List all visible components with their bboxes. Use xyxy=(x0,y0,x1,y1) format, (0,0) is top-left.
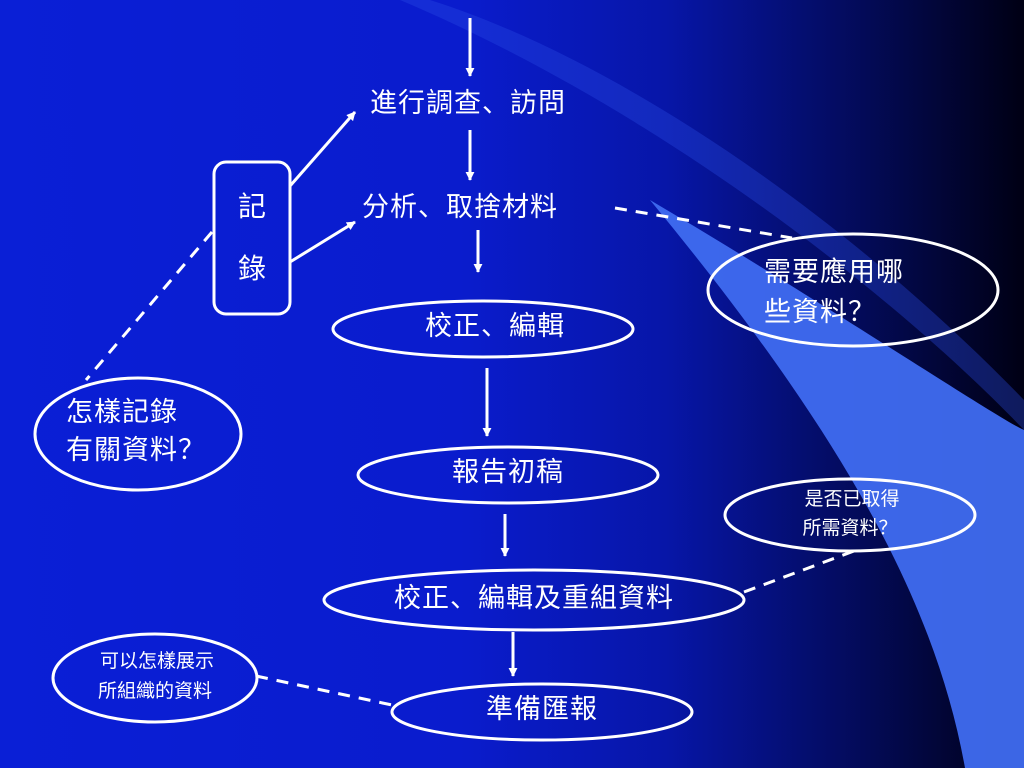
record-box xyxy=(212,160,292,316)
ellipse-question-how-to-show xyxy=(51,632,259,724)
record-box-label-line1: 記 xyxy=(237,190,267,223)
question-obtained-line2: 所需資料？ xyxy=(802,517,898,539)
dashed-how-to-show-to-present xyxy=(255,674,393,707)
question-how-to-record-line1: 怎樣記錄 xyxy=(66,397,178,428)
dashed-reorganize-to-obtained xyxy=(743,546,863,594)
dashed-record-to-how-to-record xyxy=(84,231,214,381)
question-how-to-show-line2: 所組織的資料 xyxy=(97,680,213,702)
question-how-to-record-line2: 有關資料？ xyxy=(66,435,206,466)
arrow-record-to-investigate xyxy=(288,111,357,187)
ellipse-question-which-info xyxy=(706,232,1000,348)
step-draft-label: 報告初稿 xyxy=(452,457,564,488)
ellipse-present xyxy=(390,682,694,742)
question-which-info-line1: 需要應用哪 xyxy=(764,257,904,288)
ellipse-reorganize xyxy=(322,568,746,632)
dashed-analyze-to-which-info xyxy=(614,206,793,240)
arrow-record-to-analyze xyxy=(289,220,356,264)
step-present-label: 準備匯報 xyxy=(486,694,598,725)
question-how-to-show-line1: 可以怎樣展示 xyxy=(99,650,215,672)
record-box-label-line2: 錄 xyxy=(237,252,267,285)
question-which-info-line2: 些資料？ xyxy=(764,297,876,328)
step-proofread-label: 校正、編輯 xyxy=(425,311,565,342)
decorative-sweep-band xyxy=(650,200,1024,768)
ellipse-draft xyxy=(356,445,660,505)
ellipse-question-how-to-record xyxy=(33,376,243,492)
question-obtained-line1: 是否已取得 xyxy=(804,488,900,510)
ellipse-proofread xyxy=(331,299,635,359)
step-analyze-label: 分析、取捨材料 xyxy=(362,192,558,223)
step-investigate-label: 進行調查、訪問 xyxy=(370,88,566,119)
step-reorganize-label: 校正、編輯及重組資料 xyxy=(394,583,674,614)
